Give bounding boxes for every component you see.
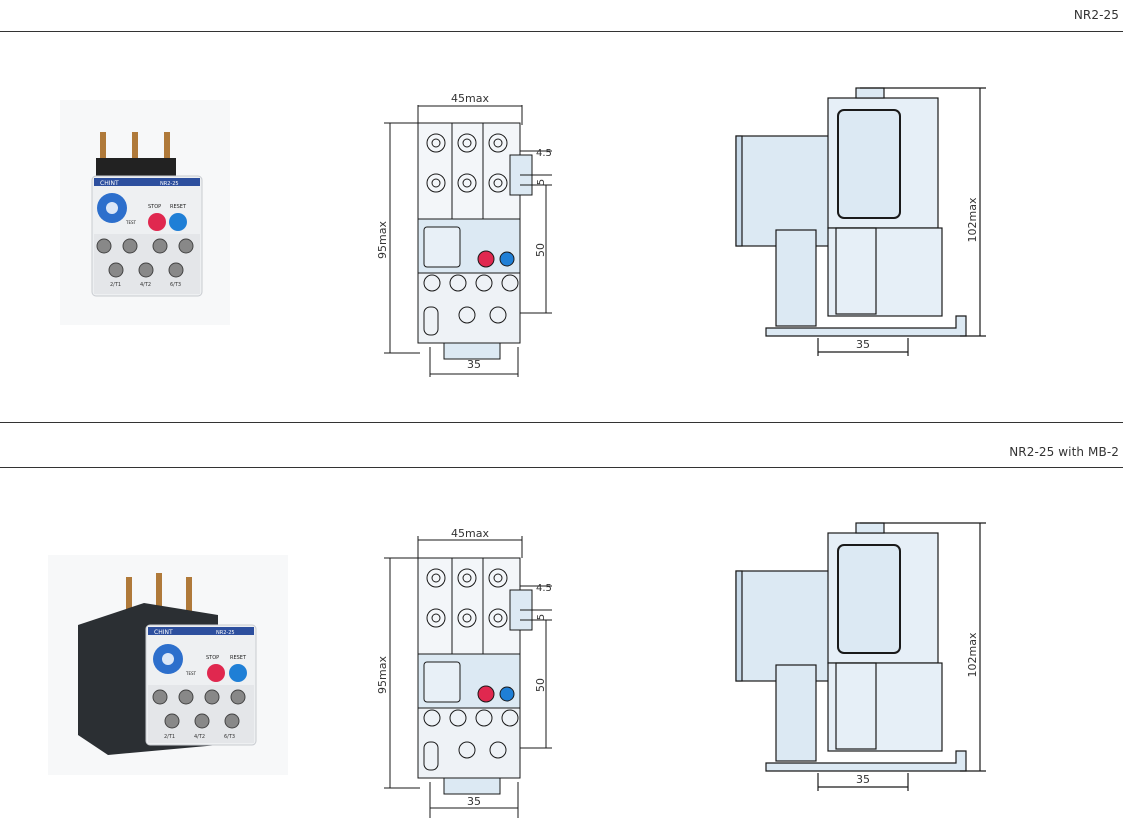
divider [0, 467, 1123, 468]
dim-a-label: 4.5 [536, 583, 552, 594]
terminal-label: 6/T3 [170, 282, 181, 288]
height-label: 102max [966, 197, 979, 242]
height-label: 95max [376, 221, 389, 259]
terminal-pin [126, 577, 132, 625]
terminal-label: 2/T1 [110, 282, 121, 288]
housing-block [735, 570, 833, 682]
reset-label: RESET [230, 655, 247, 661]
terminal-pin [164, 132, 170, 180]
terminal-label: 2/T1 [164, 734, 175, 740]
stop-label: STOP [148, 204, 161, 210]
dim-c-label: 50 [534, 243, 547, 257]
terminal-pin [100, 132, 106, 180]
brand-label: CHINT [100, 180, 119, 187]
side-view-drawing: 102max 35 [735, 522, 986, 791]
din-rail-base [765, 315, 967, 337]
bottom-width-label: 35 [467, 795, 481, 808]
model-label: NR2-25 [160, 181, 179, 187]
dim-c-label: 50 [534, 678, 547, 692]
dial-housing [837, 109, 901, 219]
terminal-pin [186, 577, 192, 625]
dim-b-label: 5 [536, 614, 547, 620]
stop-button [148, 213, 166, 231]
test-label: TEST [185, 671, 197, 676]
dim-b-label: 5 [536, 179, 547, 185]
height-label: 102max [966, 632, 979, 677]
front-view-drawing: 45max 95max 4.5 5 50 35 [376, 527, 552, 818]
brand-label: CHINT [154, 629, 173, 636]
test-label: TEST [125, 220, 137, 225]
stop-label: STOP [206, 655, 219, 661]
section-title: NR2-25 [1073, 8, 1119, 22]
product-photo: CHINT NR2-25 STOP RESET TEST 2/T1 4/T2 6… [48, 555, 288, 775]
din-rail-base [765, 750, 967, 772]
terminal-label: 4/T2 [140, 282, 151, 288]
bottom-width-label: 35 [856, 773, 870, 786]
section-title: NR2-25 with MB-2 [1009, 445, 1119, 459]
width-label: 45max [451, 527, 489, 540]
width-label: 45max [451, 92, 489, 105]
bottom-width-label: 35 [856, 338, 870, 351]
side-view-drawing: 102max 35 [735, 87, 986, 356]
reset-button [229, 664, 247, 682]
dial-housing [837, 544, 901, 654]
terminal-label: 6/T3 [224, 734, 235, 740]
product-photo: CHINT NR2-25 STOP RESET TEST 2/T1 4/T2 6… [60, 100, 230, 325]
model-label: NR2-25 [216, 630, 235, 636]
stop-button [207, 664, 225, 682]
front-view-drawing: 45max 95max 4.5 5 50 35 [376, 92, 552, 377]
terminal-pin [156, 573, 162, 625]
divider [0, 422, 1123, 423]
height-label: 95max [376, 656, 389, 694]
divider [0, 31, 1123, 32]
reset-button [169, 213, 187, 231]
terminal-pin [132, 132, 138, 180]
reset-label: RESET [170, 204, 187, 210]
terminal-label: 4/T2 [194, 734, 205, 740]
dim-a-label: 4.5 [536, 148, 552, 159]
bottom-width-label: 35 [467, 358, 481, 371]
